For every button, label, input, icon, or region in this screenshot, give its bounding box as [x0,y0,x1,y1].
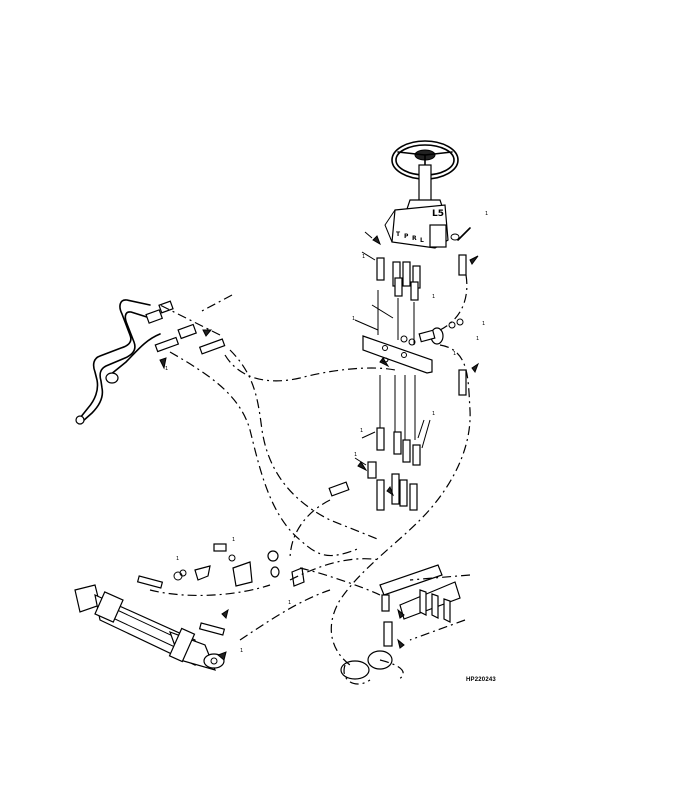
steering-control-valve: L5 T P R L [384,204,449,249]
callout-digit-9: 1 [360,428,363,434]
callout-digit-10: 1 [354,452,357,458]
tube-connectors [154,323,226,370]
callout-digit-5: 1 [482,321,485,327]
callout-digit-1: 1 [485,211,488,217]
callout-digits: 1 1 1 1 1 1 1 1 1 1 1 1 1 1 1 [165,211,488,654]
valve-port-p: P [404,233,409,240]
valve-fittings-lower [328,427,421,511]
bracket-hardware [379,318,480,396]
callout-digit-3: 1 [432,294,435,300]
valve-port-r: R [412,235,417,242]
callout-digit-14: 1 [240,648,243,654]
callout-digit-4: 1 [352,316,355,322]
return-tube-assembly [75,299,174,425]
valve-lettering-model: L5 [432,209,444,219]
callout-arrows [354,231,431,466]
hydraulic-cylinder [74,584,225,671]
valve-fittings-upper [372,227,479,301]
callout-digit-11: 1 [165,366,168,372]
mounting-bracket [362,335,433,374]
callout-digit-7: 1 [476,336,479,342]
callout-digit-2: 1 [362,254,365,260]
callout-digit-6: 1 [453,351,456,357]
figure-id-label: HP220243 [466,677,496,683]
hose-routing [149,274,471,685]
callout-digit-13: 1 [288,600,291,606]
callout-digit-12: 1 [232,537,235,543]
valve-port-t: T [396,231,401,238]
cylinder-hardware [136,543,305,661]
callout-digit-15: 1 [176,556,179,562]
callout-digit-8: 1 [432,411,435,417]
steering-motor-ports [340,564,461,680]
valve-port-l: L [420,237,424,244]
